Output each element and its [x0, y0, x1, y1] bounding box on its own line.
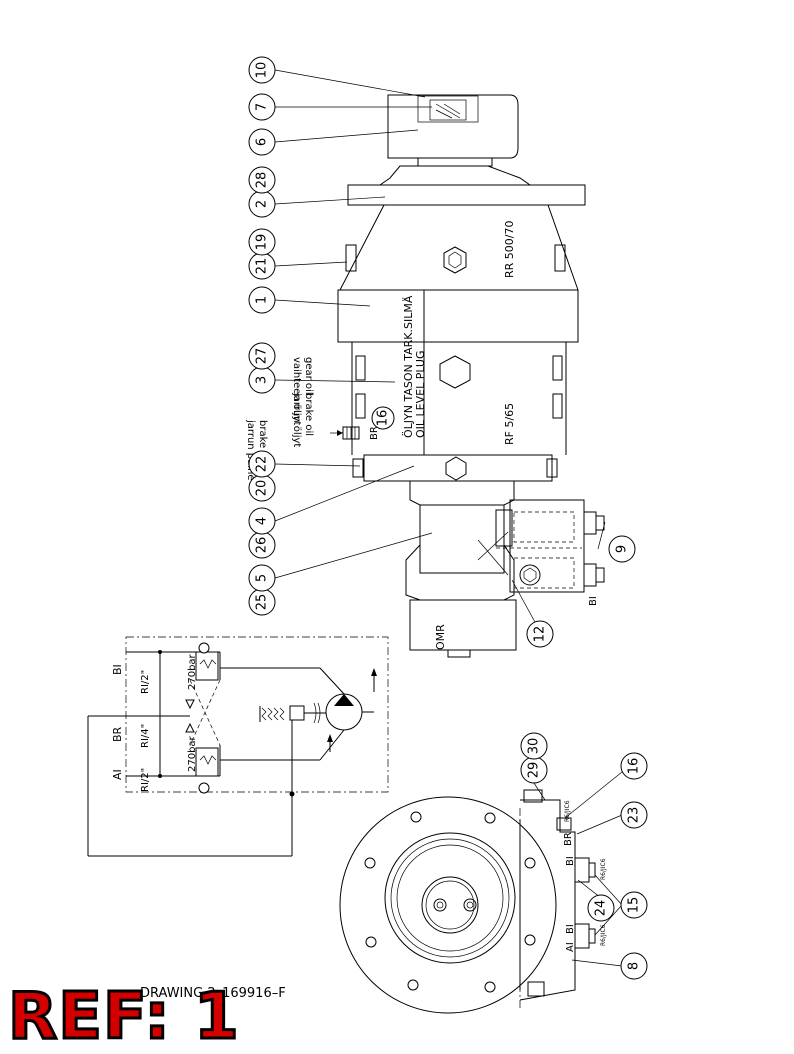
balloon-28: 28 — [248, 166, 276, 194]
schem-ai-label: AI — [111, 769, 124, 780]
end-ai-label: AI — [565, 942, 576, 952]
gear-oil-fi-label: vaihteen öljyt — [291, 357, 302, 425]
motor-side-view — [337, 94, 605, 658]
balloon-27: 27 — [248, 342, 276, 370]
omr-label: OMR — [434, 624, 447, 650]
balloon-30: 30 — [520, 732, 548, 760]
svg-text:16: 16 — [627, 758, 642, 775]
balloon-16-end: 16 — [620, 752, 648, 780]
motor-end-view: R6/JIC6 R6/JIC6 R6/JIC6 BR BI BI AI — [339, 771, 623, 1014]
svg-text:9: 9 — [615, 545, 630, 553]
svg-text:24: 24 — [594, 900, 609, 917]
end-jic-label-1: R6/JIC6 — [564, 800, 571, 822]
balloon-1: 1 — [248, 286, 276, 314]
end-br-label: BR — [563, 832, 574, 846]
hydraulic-schematic: BI BR AI RI/2" RI/4" RI/2" 270bar 270bar — [87, 636, 389, 857]
balloon-2: 2 — [248, 190, 276, 218]
balloon-24: 24 — [587, 894, 615, 922]
leader-lines — [274, 69, 606, 625]
svg-text:25: 25 — [255, 594, 270, 611]
balloon-8: 8 — [620, 952, 648, 980]
end-bi2-label: BI — [565, 924, 576, 934]
svg-text:19: 19 — [255, 234, 270, 251]
balloon-19: 19 — [248, 228, 276, 256]
svg-text:2: 2 — [255, 200, 270, 208]
svg-text:6: 6 — [255, 138, 270, 146]
balloon-20: 20 — [248, 474, 276, 502]
svg-text:10: 10 — [255, 62, 270, 79]
svg-text:29: 29 — [527, 762, 542, 779]
balloon-16-side: 16 — [371, 406, 395, 430]
ref-badge: REF: 1 — [7, 980, 241, 1054]
balloon-12: 12 — [526, 620, 554, 648]
svg-text:4: 4 — [255, 517, 270, 525]
svg-text:3: 3 — [255, 376, 270, 384]
svg-text:1: 1 — [255, 296, 270, 304]
svg-text:16: 16 — [376, 410, 391, 427]
schem-port-size-1: RI/2" — [140, 670, 151, 694]
schem-port-size-3: RI/2" — [140, 768, 151, 792]
motor-side-annotations: RR 500/70 RF 5/65 OMR ÖLJYN TASON TARK.S… — [245, 221, 599, 650]
balloon-15: 15 — [620, 891, 648, 919]
svg-text:15: 15 — [627, 897, 642, 914]
oil-level-fi-label: ÖLJYN TASON TARK.SILMÄ — [402, 295, 415, 438]
balloon-9: 9 — [608, 535, 636, 563]
drawing-number: DRAWING 2–169916–F — [140, 986, 286, 1001]
svg-text:20: 20 — [255, 480, 270, 497]
schem-br-label: BR — [111, 726, 124, 742]
end-bi-label: BI — [565, 856, 576, 866]
brake-oil-en-label: brake oil — [303, 393, 314, 436]
svg-text:26: 26 — [255, 537, 270, 554]
balloon-29: 29 — [520, 756, 548, 784]
svg-text:7: 7 — [255, 103, 270, 111]
brake-pressure-fi-label: jarrun paine — [245, 419, 256, 481]
svg-text:5: 5 — [255, 574, 270, 582]
schem-bi-label: BI — [111, 664, 124, 675]
end-jic-label-3: R6/JIC6 — [600, 924, 607, 946]
br-port-label: BR — [369, 426, 380, 440]
bi-port-label: BI — [588, 596, 599, 606]
balloon-4: 4 — [248, 507, 276, 535]
rr-label: RR 500/70 — [503, 221, 516, 278]
oil-level-en-label: OIL LEVEL PLUG — [414, 351, 427, 439]
svg-text:27: 27 — [255, 348, 270, 365]
gear-oil-en-label: gear oil — [303, 357, 314, 395]
balloon-21: 21 — [248, 252, 276, 280]
svg-text:8: 8 — [627, 962, 642, 970]
svg-text:22: 22 — [255, 456, 270, 473]
end-jic-label-2: R6/JIC6 — [600, 858, 607, 880]
svg-text:23: 23 — [627, 807, 642, 824]
balloon-26: 26 — [248, 531, 276, 559]
svg-text:21: 21 — [255, 258, 270, 275]
part-balloons: 10 7 6 2 28 21 19 1 3 27 16 20 22 26 4 2… — [248, 56, 648, 980]
svg-text:30: 30 — [527, 738, 542, 755]
balloon-6: 6 — [248, 128, 276, 156]
rf-label: RF 5/65 — [503, 403, 516, 445]
balloon-3: 3 — [248, 366, 276, 394]
schem-port-size-2: RI/4" — [140, 724, 151, 748]
brake-oil-fi-label: jarrun öljyt — [291, 392, 302, 447]
balloon-5: 5 — [248, 564, 276, 592]
balloon-22: 22 — [248, 450, 276, 478]
balloon-10: 10 — [248, 56, 276, 84]
balloon-25: 25 — [248, 588, 276, 616]
relief-pressure-1: 270bar — [187, 653, 198, 690]
balloon-7: 7 — [248, 93, 276, 121]
balloon-23: 23 — [620, 801, 648, 829]
svg-text:12: 12 — [533, 626, 548, 643]
svg-text:28: 28 — [255, 172, 270, 189]
relief-pressure-2: 270bar — [187, 735, 198, 772]
